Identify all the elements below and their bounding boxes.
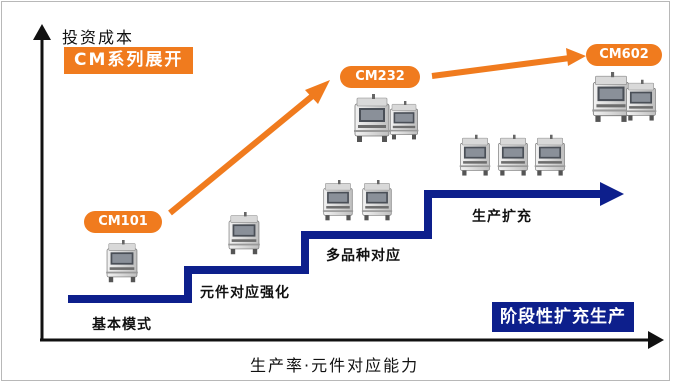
stage-label-multiproduct: 多品种对应 xyxy=(326,248,401,264)
series-banner: CM系列展开 xyxy=(64,47,194,74)
x-axis-arrowhead xyxy=(648,331,664,349)
strategy-banner: 阶段性扩充生产 xyxy=(492,302,634,332)
growth-arrow-2 xyxy=(431,55,571,79)
growth-arrow-1 xyxy=(168,90,318,216)
machine-cm602b-icon xyxy=(625,79,657,122)
machine-stage4c-icon xyxy=(534,134,566,176)
stage-label-expansion: 生产扩充 xyxy=(472,209,532,225)
model-pill-cm232: CM232 xyxy=(340,66,420,88)
machine-cm232b-icon xyxy=(389,100,419,140)
machine-stage3b-icon xyxy=(361,180,393,221)
machine-stage4a-icon xyxy=(459,134,491,176)
machine-cm232-icon xyxy=(353,94,391,143)
growth-arrowhead-1 xyxy=(305,80,330,104)
machine-stage3a-icon xyxy=(322,180,354,221)
y-axis-label: 投资成本 xyxy=(62,28,135,47)
model-pill-cm602: CM602 xyxy=(586,44,662,66)
staircase-arrowhead xyxy=(600,182,624,206)
machine-cm101-icon xyxy=(105,240,139,283)
stage-label-component: 元件对应强化 xyxy=(200,285,290,301)
growth-arrowhead-2 xyxy=(566,48,586,66)
x-axis-label: 生产率·元件对应能力 xyxy=(250,356,420,375)
capacity-staircase-line xyxy=(68,190,605,303)
machine-stage2-icon xyxy=(227,212,261,255)
machine-cm602-icon xyxy=(591,72,631,123)
y-axis-arrowhead xyxy=(33,24,51,40)
model-pill-cm101: CM101 xyxy=(84,211,162,233)
stage-label-basic: 基本模式 xyxy=(92,317,152,333)
machine-stage4b-icon xyxy=(497,134,529,176)
